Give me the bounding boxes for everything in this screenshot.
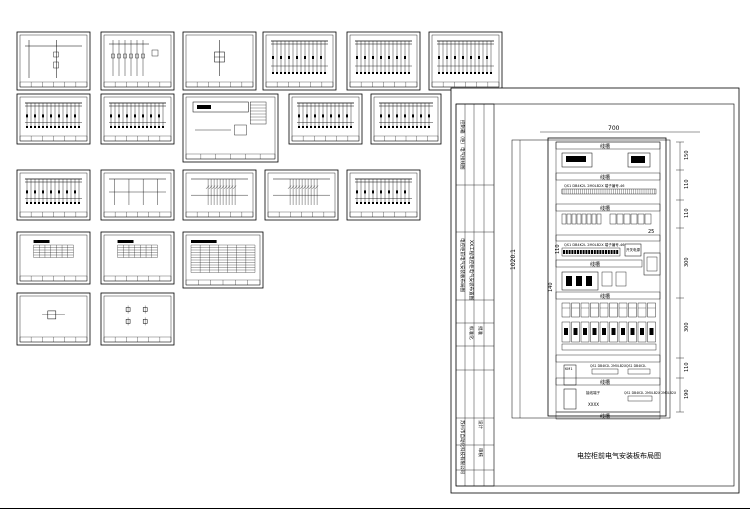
thumbnail-sheet-18[interactable] [100,231,175,285]
trunk-label-2: 线槽 [600,174,610,181]
lower-label-2: QS1 DB4K2L [626,364,646,368]
thumbnail-sheet-8[interactable] [100,93,175,145]
trunk-label-5: 线槽 [600,293,610,300]
thumbnail-sheet-5[interactable] [346,31,421,91]
thumbnail-sheet-20[interactable] [16,292,91,346]
dim-width: 700 [608,125,620,132]
title-block-text-8: 审核 [477,448,484,457]
xxx-label: XXXX [588,402,599,407]
title-block-text-1: 控制箱（柜）电气接线图 [459,120,466,170]
plc-terminal-label: QS1 DB4K2L 2M0LB2X 端子编号-46 [564,242,625,247]
main-sheet-caption: 电控柜前电气安装板布局图 [577,451,661,460]
thumbnail-sheet-3[interactable] [182,31,257,91]
title-block-text-7: 设计 [477,420,484,429]
main-layout-sheet: 控制箱（柜）电气接线图 XX工程电控柜电气安装布置图 电控柜前电气安装板布局图 … [450,87,740,494]
breaker-row-2 [561,321,657,351]
terminal-strip-1 [561,189,655,194]
thumbnail-sheets [16,31,503,346]
breaker-row-1 [561,302,656,318]
thumbnail-sheet-2[interactable] [100,31,175,91]
title-block-text-6: 批准 [477,326,484,335]
thumbnail-sheet-12[interactable] [16,169,91,221]
thumbnail-sheet-9[interactable] [182,93,279,163]
thumbnail-sheet-15[interactable] [264,169,339,221]
thumbnail-sheet-1[interactable] [16,31,91,91]
thumbnail-sheet-11[interactable] [370,93,442,145]
right-dimension-ticks: 150 110 110 300 300 110 190 [676,141,690,413]
right-dim-label-5: 300 [684,322,690,332]
lower-terminal-label: 接线端子 [586,390,600,395]
title-block-text-3: 电控柜前电气安装板布局图 [459,238,466,292]
right-dim-label-6: 110 [684,362,690,372]
right-dim-label-4: 300 [684,257,690,267]
thumbnail-sheet-13[interactable] [100,169,175,221]
terminal-strip-2 [561,213,652,225]
trunk-label-4: 线槽 [590,261,600,268]
dim-left-110: 110 [555,244,561,254]
trunk-label-1: 线槽 [600,143,610,150]
thumbnail-sheet-16[interactable] [346,169,421,221]
trunk-label-6: 线槽 [600,379,610,386]
plc-terminals [563,250,619,254]
title-block: 控制箱（柜）电气接线图 XX工程电控柜电气安装布置图 电控柜前电气安装板布局图 … [455,103,495,487]
thumbnail-sheet-17[interactable] [16,231,91,285]
lower-label-3: QS1 DB4K2L 2M0LB2X 2M0LB2X [624,391,677,395]
right-dim-label-1: 150 [684,150,690,160]
thumbnail-sheet-19[interactable] [182,231,264,289]
dim-25: 25 [648,229,654,235]
dim-height: 1020.1 [510,249,517,270]
trunk-label-7: 线槽 [600,413,610,420]
dim-left-140: 140 [548,282,554,292]
thumbnail-sheet-14[interactable] [182,169,257,221]
terminal-strip-label: QS1 DB4K2L 2M0LB2X 端子编号-46 [564,183,625,188]
right-dim-label-2: 110 [684,179,690,189]
right-dim-label-3: 110 [684,208,690,218]
thumbnail-sheet-4[interactable] [262,31,337,91]
title-block-text-4: 苏州市自动化科技有限公司 [459,420,466,474]
title-block-text-5: 标准化 [468,326,475,340]
thumbnail-sheet-7[interactable] [16,93,91,145]
power-box-label: 开关电源 [626,247,640,252]
right-dim-label-7: 190 [684,389,690,399]
title-block-text-2: XX工程电控柜电气安装布置图 [468,240,475,301]
thumbnail-sheet-6[interactable] [428,31,503,91]
lower-label-1: QS1 DB4K2L 2M0LB2X [590,364,627,368]
trunk-label-3: 线槽 [600,205,610,212]
page-bottom-rule [0,508,750,509]
lower-km1: KM1 [565,367,573,371]
thumbnail-sheet-21[interactable] [100,292,175,346]
thumbnail-sheet-10[interactable] [288,93,363,145]
